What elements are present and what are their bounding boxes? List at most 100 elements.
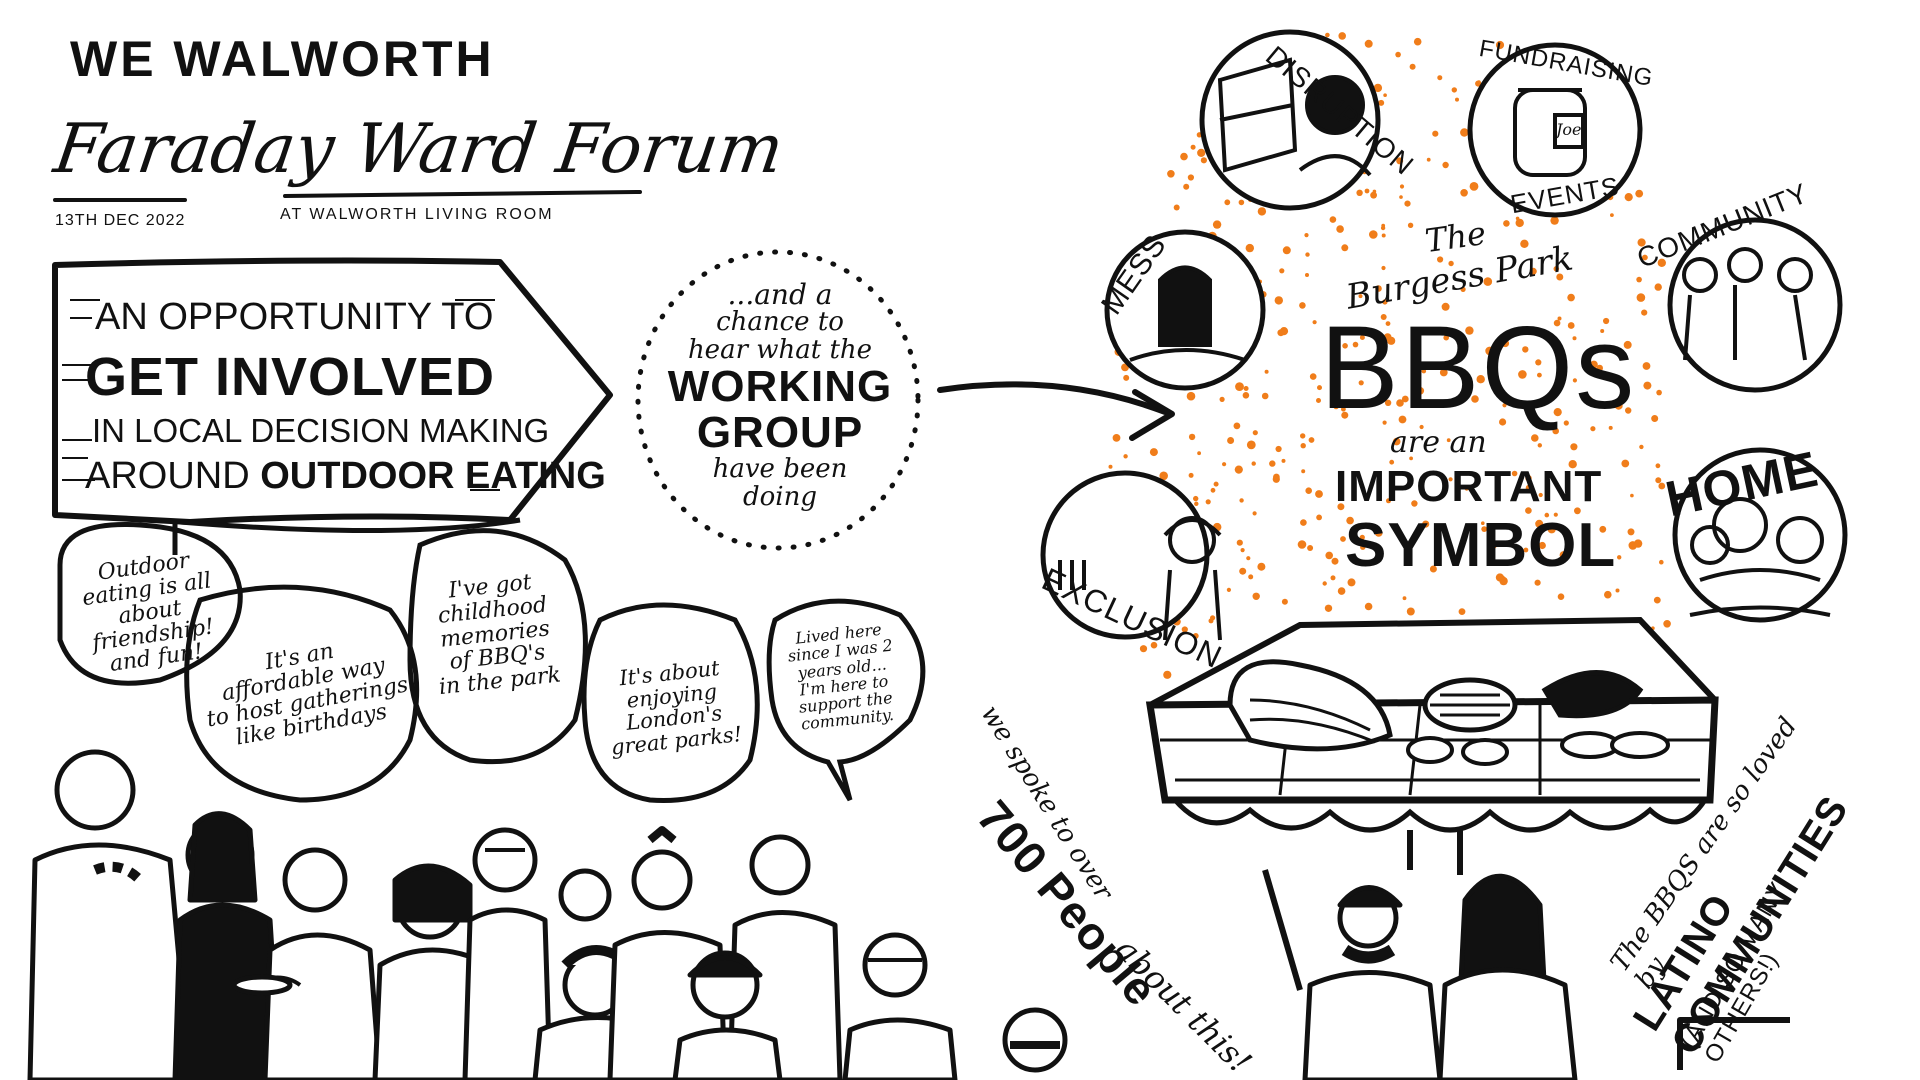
orange-dot (1332, 384, 1338, 390)
orange-dot (1219, 396, 1225, 402)
orange-dot (1242, 392, 1250, 399)
orange-dot (1150, 641, 1158, 649)
orange-dot (1623, 340, 1632, 349)
orange-dot (1330, 575, 1336, 581)
orange-dot (1432, 130, 1439, 137)
orange-dot (1460, 189, 1468, 197)
orange-dot (1525, 475, 1532, 482)
orange-dot (1297, 540, 1307, 549)
orange-dot (1304, 233, 1309, 238)
orange-dot (1281, 598, 1288, 605)
orange-dot (1235, 382, 1244, 391)
person-head (862, 932, 928, 998)
orange-dot (1437, 75, 1443, 81)
orange-dot (1520, 239, 1529, 248)
orange-dot (1261, 392, 1269, 400)
orange-dot (1358, 380, 1364, 386)
orange-dot (1226, 587, 1231, 593)
orange-dot (1370, 191, 1377, 199)
orange-dot (1395, 51, 1401, 58)
orange-dot (1193, 495, 1199, 502)
bbq-grill (1145, 616, 1719, 875)
orange-dot (1252, 430, 1258, 436)
orange-dot (1439, 368, 1448, 377)
wg-line-5: GROUP (696, 408, 864, 458)
orange-dot (1279, 268, 1285, 274)
orange-dot (1317, 385, 1322, 391)
orange-dot (1239, 498, 1244, 503)
orange-dot (1374, 529, 1383, 537)
orange-dot (1208, 618, 1214, 624)
signpost-line-1: AN OPPORTUNITY TO (95, 296, 494, 338)
orange-dot (1274, 296, 1284, 305)
orange-dot (1336, 225, 1344, 233)
orange-dot (1422, 520, 1430, 528)
orange-dot (1471, 395, 1479, 403)
wg-line-4: WORKING (667, 361, 893, 411)
orange-dot (1305, 487, 1312, 495)
person-head (282, 847, 348, 913)
orange-dot (1637, 238, 1646, 247)
orange-dot (1448, 260, 1454, 267)
orange-dot (1108, 464, 1113, 469)
orange-dot (1337, 587, 1346, 595)
orange-dot (1553, 266, 1560, 272)
orange-dot (1325, 551, 1333, 560)
orange-dot (1398, 415, 1407, 424)
orange-dot (1625, 407, 1632, 414)
orange-dot (1455, 97, 1459, 102)
orange-dot (1499, 418, 1507, 426)
orange-dot (1240, 548, 1245, 553)
org-name: WE WALWORTH (70, 31, 495, 87)
person-head (54, 749, 136, 831)
orange-dot (1333, 403, 1339, 410)
orange-dot (1399, 195, 1403, 199)
orange-dot (1604, 590, 1612, 599)
orange-dot (1617, 555, 1622, 560)
orange-dot (1227, 437, 1235, 444)
orange-dot (1324, 604, 1333, 612)
orange-dot (1421, 368, 1427, 374)
orange-dot (1502, 403, 1507, 408)
orange-dot (1112, 434, 1121, 442)
orange-dot (1464, 486, 1469, 491)
orange-dot (1239, 567, 1247, 575)
orange-dot (1535, 359, 1542, 366)
orange-dot (1337, 503, 1345, 511)
orange-dot (1245, 243, 1255, 253)
orange-dot (1559, 551, 1568, 560)
orange-dot (1426, 157, 1431, 162)
orange-dot (1600, 329, 1605, 333)
orange-dot (1352, 341, 1359, 348)
orange-dot (1238, 199, 1245, 206)
orange-dot (1525, 507, 1532, 514)
orange-dot (1515, 216, 1520, 221)
orange-dot (1553, 408, 1562, 417)
orange-dot (1483, 277, 1493, 286)
orange-dot (1603, 317, 1610, 325)
orange-dot (1503, 220, 1510, 227)
orange-dot (1572, 336, 1577, 341)
orange-dot (1139, 645, 1148, 653)
orange-dot (1658, 482, 1666, 490)
orange-dot (1531, 434, 1539, 442)
orange-dot (1257, 207, 1267, 216)
orange-dot (1523, 547, 1529, 553)
orange-dot (1173, 204, 1180, 211)
orange-dot (1657, 258, 1667, 267)
orange-dot (1305, 252, 1310, 257)
orange-dot (1159, 471, 1168, 481)
orange-dot (1572, 378, 1577, 383)
crowd-people (27, 749, 1790, 1080)
orange-dot (1300, 519, 1307, 526)
orange-dot (1252, 592, 1260, 600)
orange-dot (1404, 200, 1411, 207)
orange-dot (1615, 588, 1620, 593)
quote-bubble: I've got childhood memories of BBQ's in … (414, 567, 576, 701)
orange-dot (1590, 426, 1596, 432)
orange-dot (1409, 456, 1413, 461)
dotted-thought-bubble (635, 249, 921, 551)
orange-dot (1264, 369, 1269, 374)
orange-dot (1359, 335, 1365, 340)
orange-dot (1401, 395, 1409, 403)
